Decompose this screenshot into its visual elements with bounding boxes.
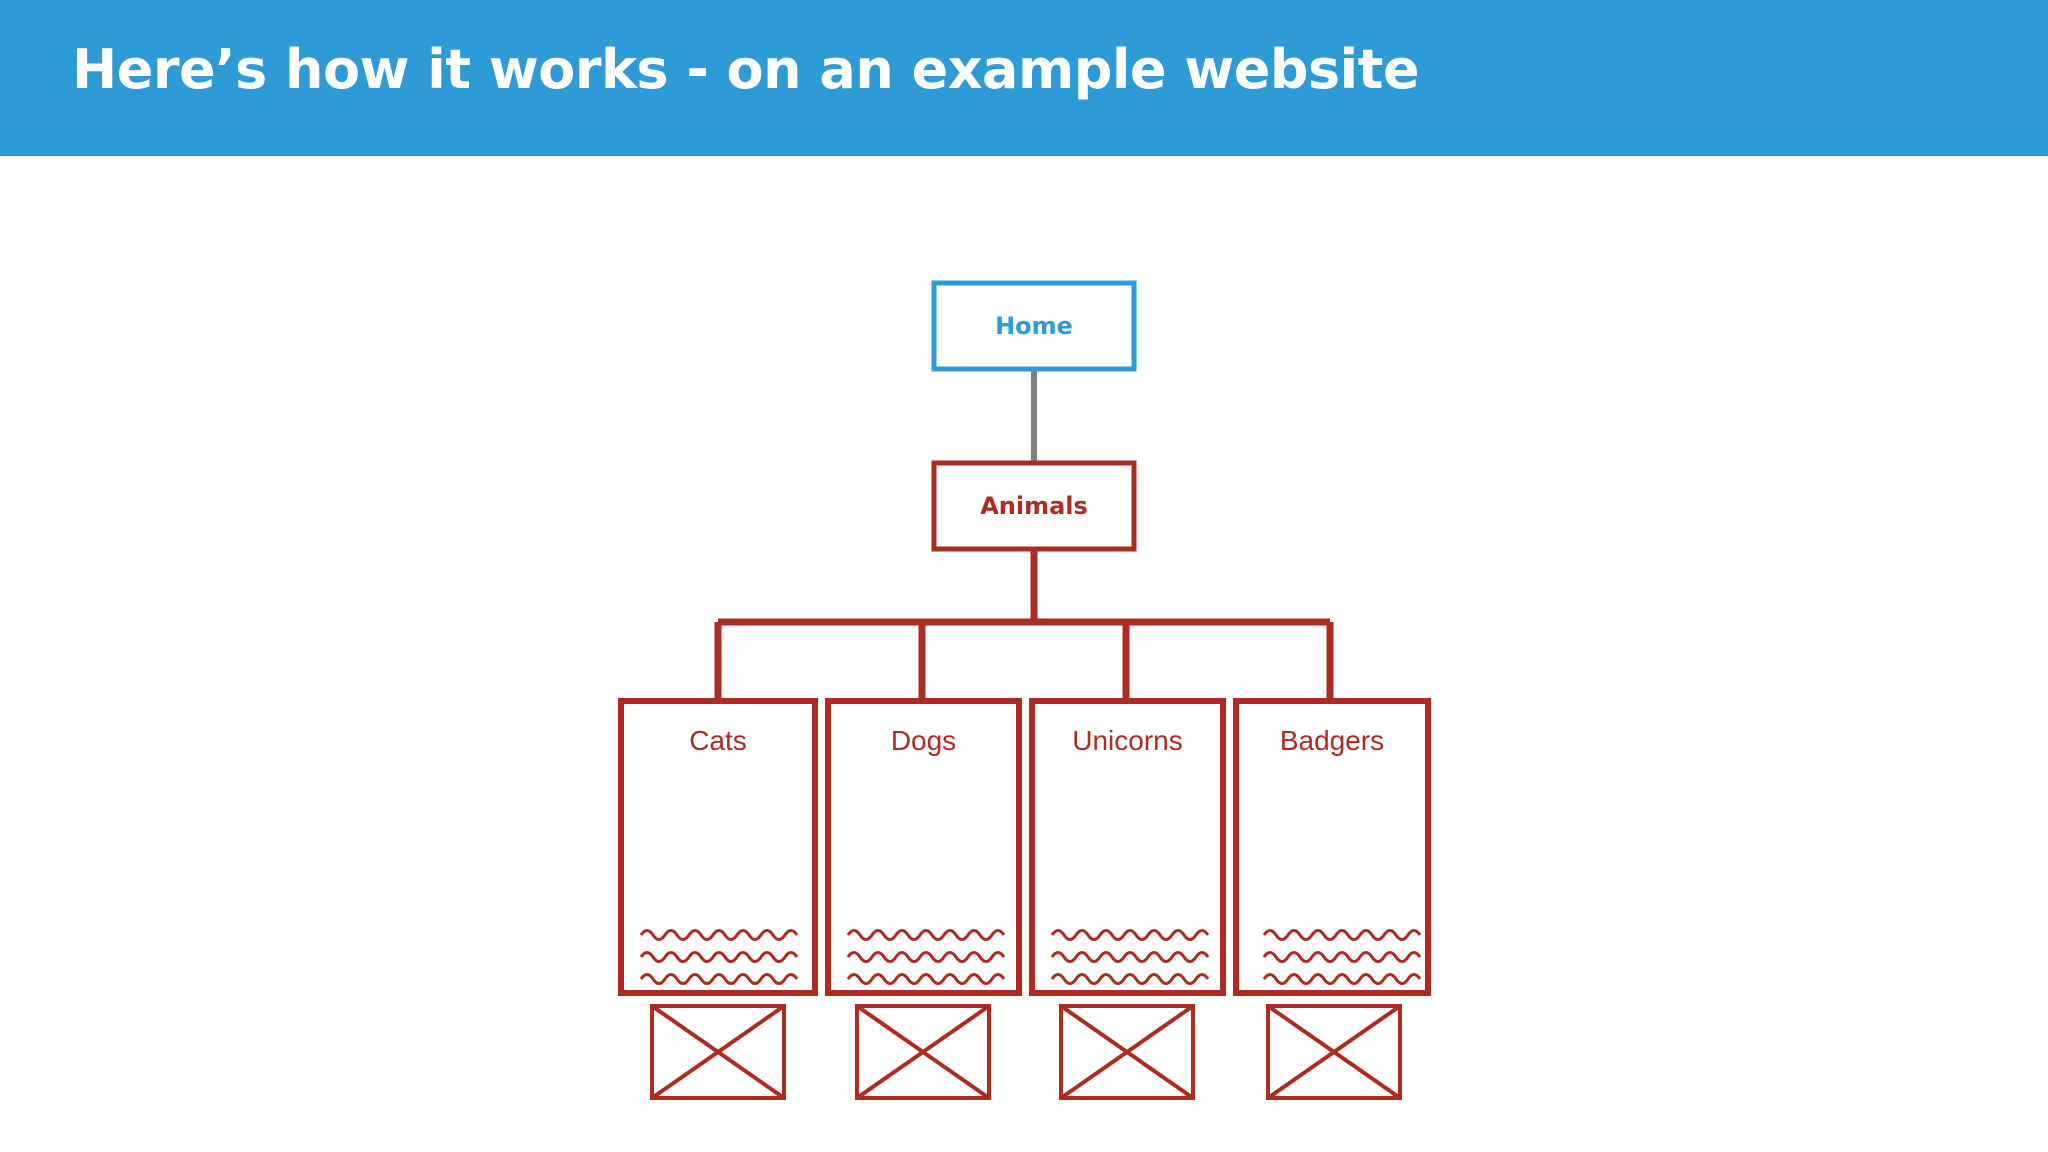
card-badgers-label: Badgers: [1279, 725, 1385, 756]
sitemap-diagram: Home Animals Cats Dogs Unicorns Badgers: [0, 156, 2048, 1152]
card-badgers-graphics: [1233, 698, 1431, 1100]
card-cats[interactable]: Cats: [621, 701, 815, 993]
text-squiggle-line: [1262, 973, 1422, 985]
diagram-canvas: [618, 280, 1431, 1100]
card-badgers[interactable]: Badgers: [1236, 701, 1428, 993]
text-squiggle-line: [639, 929, 799, 941]
card-cats-graphics: [618, 698, 818, 1100]
text-squiggle-line: [639, 951, 799, 963]
card-dogs-label: Dogs: [890, 725, 957, 756]
home-box-outline[interactable]: [931, 280, 1137, 372]
text-squiggle-line: [639, 973, 799, 985]
card-dogs[interactable]: Dogs: [828, 701, 1019, 993]
text-squiggle-line: [1050, 951, 1210, 963]
card-outline-cats[interactable]: [618, 698, 818, 996]
card-outline-unicorns[interactable]: [1029, 698, 1226, 996]
node-animals[interactable]: Animals: [934, 463, 1134, 549]
text-squiggle-line: [1262, 951, 1422, 963]
card-unicorns[interactable]: Unicorns: [1032, 701, 1223, 993]
card-dogs-graphics: [825, 698, 1022, 1100]
text-squiggle-line: [846, 973, 1006, 985]
header-bar: Here’s how it works - on an example webs…: [0, 0, 2048, 156]
image-placeholder-icon: [855, 1004, 991, 1100]
text-squiggle-line: [1050, 973, 1210, 985]
node-home[interactable]: Home: [934, 283, 1134, 369]
card-cats-label: Cats: [689, 725, 747, 756]
animals-box-outline[interactable]: [931, 460, 1137, 552]
text-squiggle-line: [1050, 929, 1210, 941]
card-unicorns-label: Unicorns: [1072, 725, 1183, 756]
page-title: Here’s how it works - on an example webs…: [72, 38, 1420, 101]
text-squiggle-line: [1262, 929, 1422, 941]
card-unicorns-graphics: [1029, 698, 1226, 1100]
card-outline-badgers[interactable]: [1233, 698, 1431, 996]
image-placeholder-icon: [650, 1004, 786, 1100]
card-outline-dogs[interactable]: [825, 698, 1022, 996]
node-home-label: Home: [995, 312, 1073, 340]
text-squiggle-line: [846, 929, 1006, 941]
image-placeholder-icon: [1266, 1004, 1402, 1100]
image-placeholder-icon: [1059, 1004, 1195, 1100]
node-animals-label: Animals: [980, 492, 1088, 520]
text-squiggle-line: [846, 951, 1006, 963]
